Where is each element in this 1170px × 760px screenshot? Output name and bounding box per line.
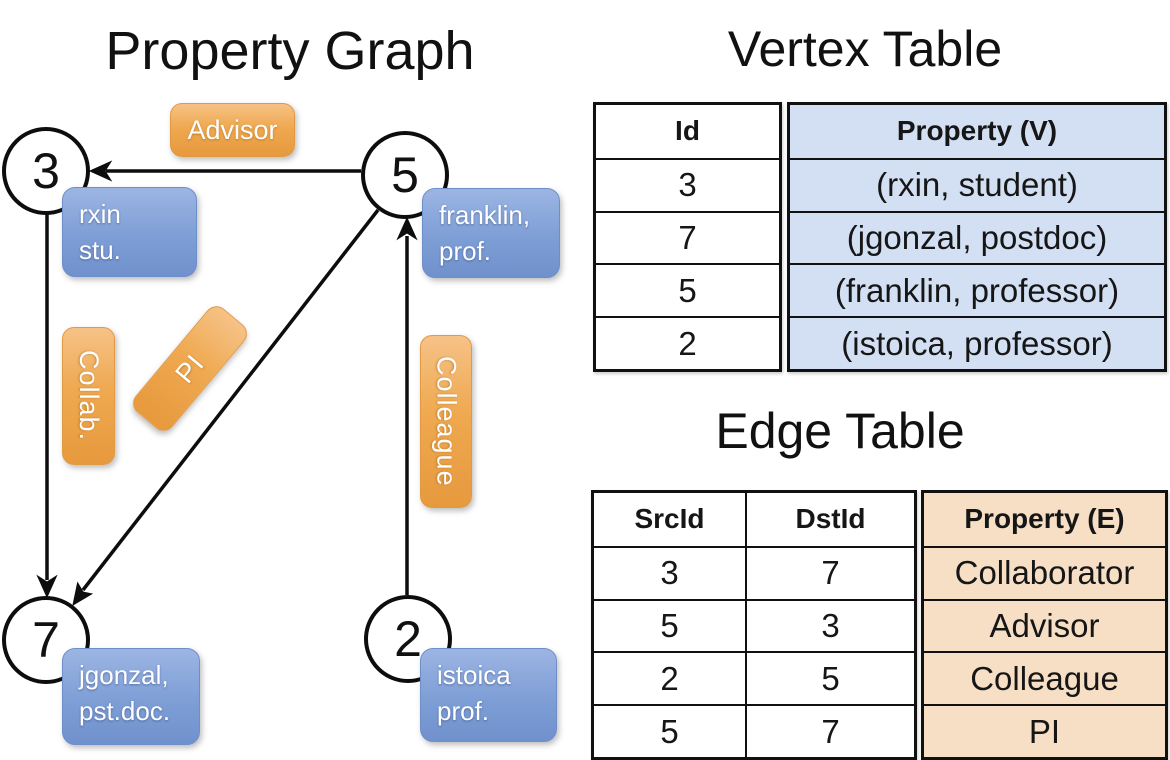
graph-edges-layer (36, 160, 418, 607)
vertex-prop-box-5: franklin, prof. (422, 188, 560, 278)
vertex-table-property-column: Property (V) (rxin, student) (jgonzal, p… (787, 102, 1167, 372)
node-5-id: 5 (391, 147, 419, 203)
vertex-prop-3-line2: stu. (79, 235, 121, 266)
property-graph-title: Property Graph (105, 21, 475, 81)
vertex-prop-5-line1: franklin, (439, 200, 531, 230)
edge-label-collab-text: Collab. (74, 350, 104, 442)
vertex-row-id: 7 (596, 210, 779, 264)
edge-row-dst: 7 (745, 704, 914, 757)
vertex-prop-box-3: rxin stu. (62, 187, 197, 277)
graph-node-2: 2 (364, 595, 452, 683)
edge-row-src: 2 (594, 651, 745, 704)
edge-property-header: Property (E) (964, 503, 1125, 535)
edge-row-src: 5 (594, 598, 745, 652)
edge-row-property: PI (924, 704, 1165, 757)
vertex-row-id: 2 (596, 316, 779, 369)
vertex-prop-2-line1: istoica (437, 660, 511, 690)
vertex-table-title: Vertex Table (727, 21, 1003, 77)
edge-row-src: 5 (594, 704, 745, 757)
vertex-row-property: (jgonzal, postdoc) (790, 210, 1164, 264)
edge-row-dst: 7 (745, 545, 914, 599)
edge-table-property-column: Property (E) Collaborator Advisor Collea… (921, 490, 1168, 760)
edge-row-dst: 3 (745, 598, 914, 652)
vertex-row-property: (franklin, professor) (790, 263, 1164, 316)
edge-5-3-arrowhead (88, 160, 113, 182)
vertex-table-id-column: Id 3 7 5 2 (593, 102, 782, 372)
vertex-id-header: Id (675, 115, 700, 147)
edge-3-7-arrowhead (36, 574, 58, 599)
vertex-prop-2-line2: prof. (437, 696, 490, 727)
edge-2-5-arrowhead (396, 216, 418, 241)
vertex-row-id: 5 (596, 263, 779, 316)
graph-node-3: 3 (2, 127, 90, 215)
node-3-id: 3 (32, 143, 60, 199)
edge-label-colleague-text: Colleague (431, 356, 462, 487)
edge-label-colleague: Colleague (420, 335, 472, 508)
edge-row-property: Advisor (924, 598, 1165, 652)
edge-label-advisor-text: Advisor (187, 114, 278, 145)
edge-row-property: Colleague (924, 651, 1165, 704)
edge-row-property: Collaborator (924, 545, 1165, 599)
vertex-prop-5-line2: prof. (439, 236, 492, 267)
edge-src-header: SrcId (634, 503, 705, 535)
vertex-prop-box-7: jgonzal, pst.doc. (62, 648, 200, 745)
edge-5-7-arrowhead (72, 581, 94, 607)
vertex-property-header: Property (V) (896, 115, 1058, 147)
vertex-prop-box-2: istoica prof. (420, 648, 557, 742)
edge-table-src-dst-columns: SrcId DstId 3 7 5 3 2 5 5 7 (591, 490, 917, 760)
vertex-prop-7-line1: jgonzal, (79, 660, 169, 690)
edge-row-dst: 5 (745, 651, 914, 705)
vertex-row-id: 3 (596, 157, 779, 211)
edge-5-7-line (81, 208, 380, 592)
edge-row-src: 3 (594, 545, 745, 599)
edge-table-title: Edge Table (715, 403, 965, 459)
vertex-prop-7-line2: pst.doc. (79, 696, 171, 727)
node-2-id: 2 (394, 611, 422, 667)
vertex-prop-3-line1: rxin (79, 199, 121, 229)
edge-dst-header: DstId (745, 493, 914, 546)
vertex-row-property: (istoica, professor) (790, 316, 1164, 369)
edge-label-collab: Collab. (62, 327, 115, 465)
vertex-row-property: (rxin, student) (790, 157, 1164, 211)
node-7-id: 7 (32, 612, 60, 668)
edge-label-advisor: Advisor (170, 103, 295, 157)
edge-label-pi-text: PI (169, 347, 210, 389)
